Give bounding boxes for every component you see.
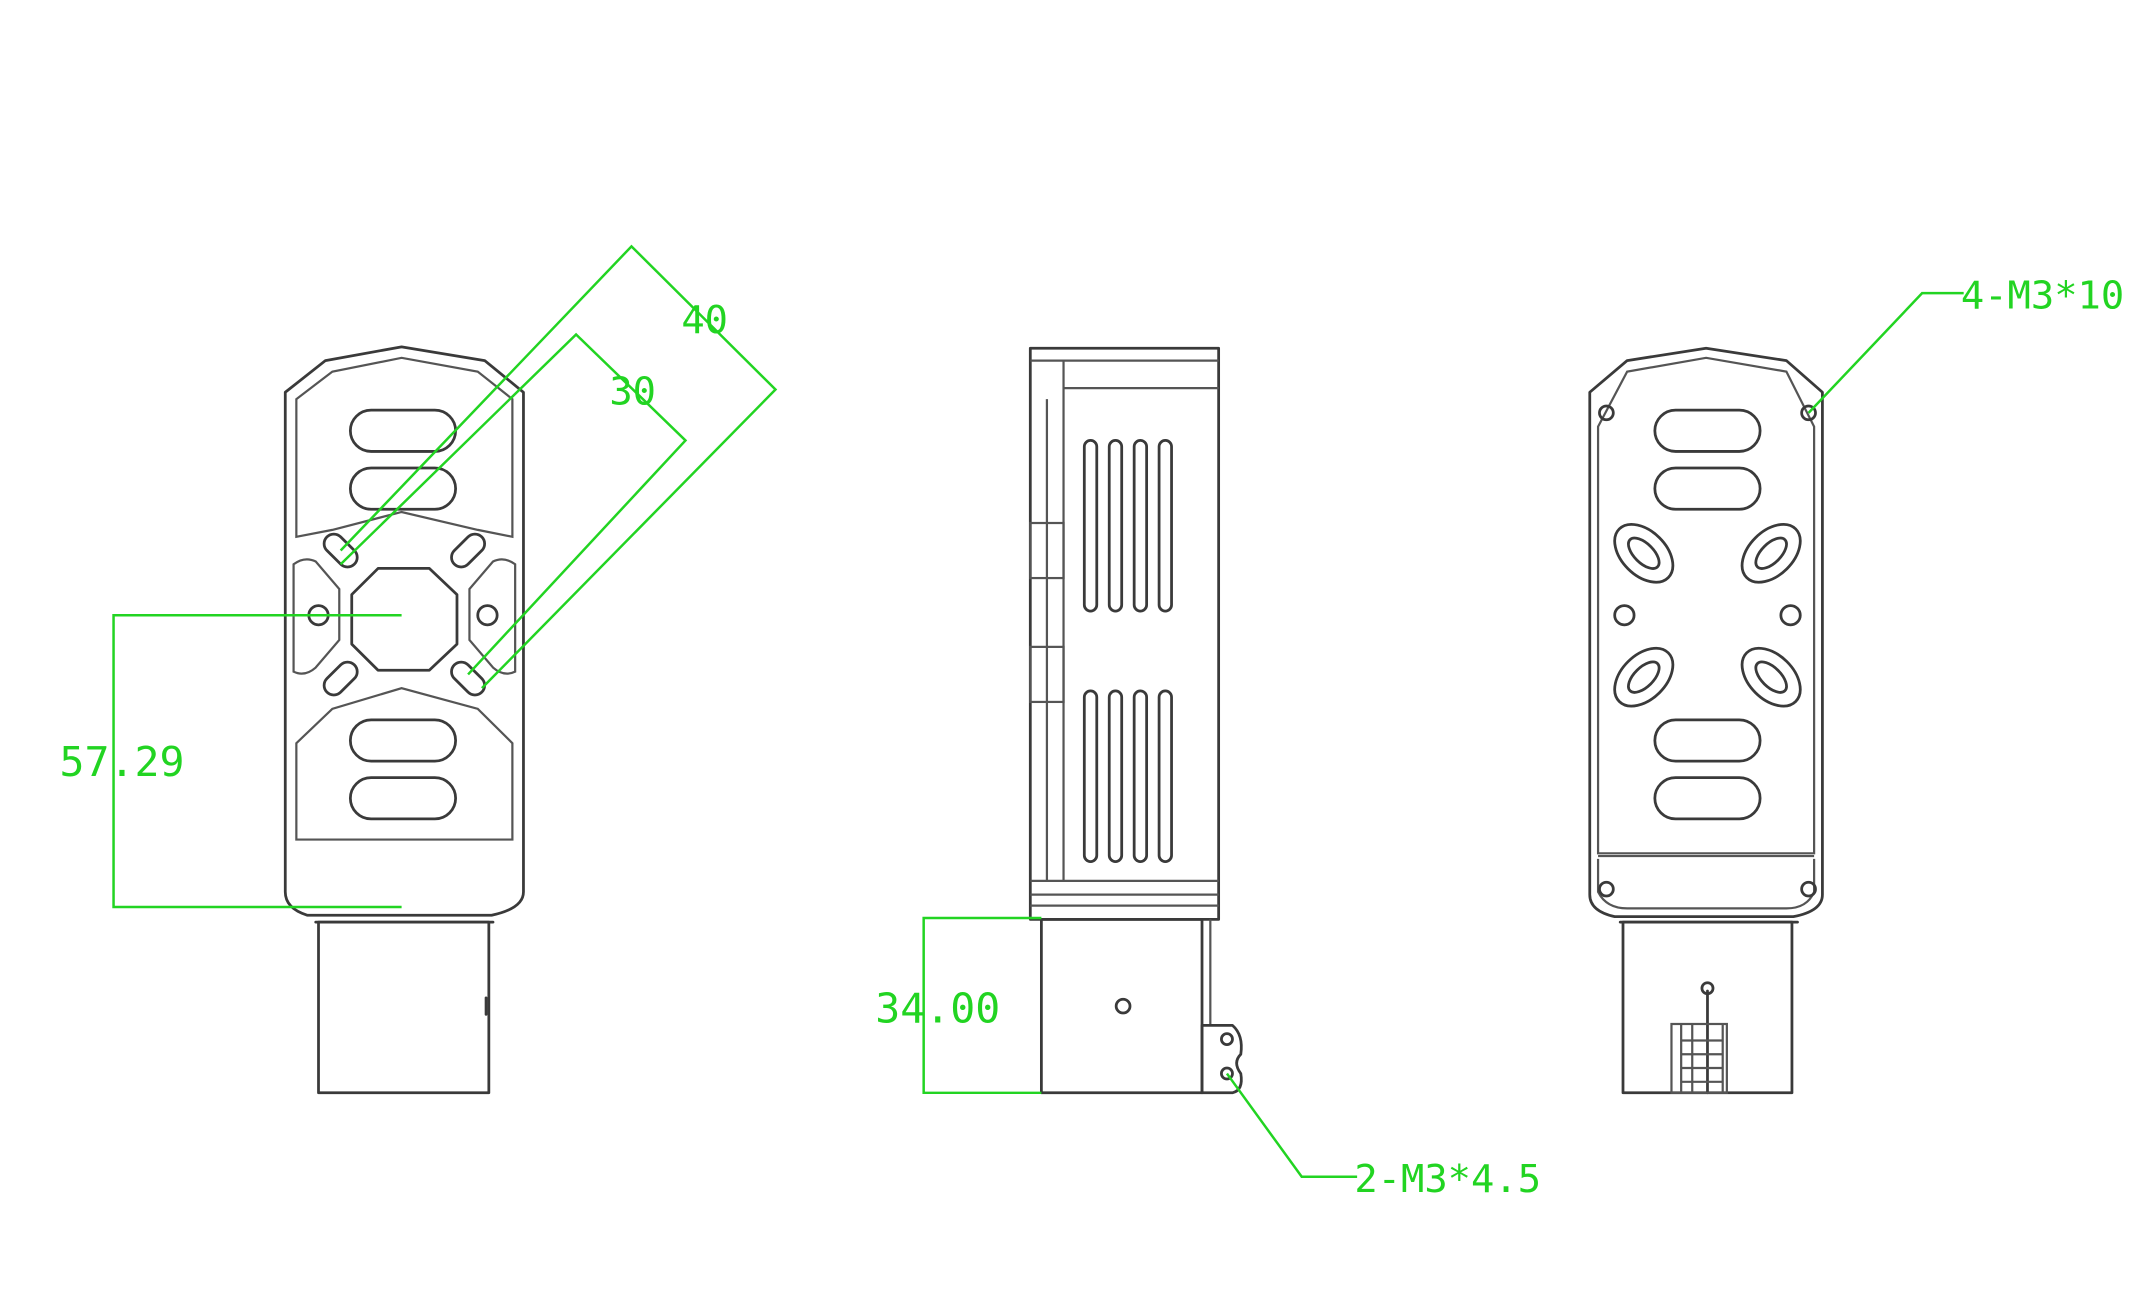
side-shaft-hole bbox=[1114, 997, 1132, 1015]
front-small-slot-tr bbox=[450, 532, 486, 569]
back-hole-right bbox=[1779, 604, 1802, 627]
front-outer-outline bbox=[283, 345, 525, 917]
callout-line-2-m3 bbox=[1225, 1072, 1358, 1179]
dim-line-40 bbox=[339, 244, 778, 690]
back-slot-3 bbox=[1653, 718, 1762, 763]
front-lower-window bbox=[295, 687, 514, 841]
back-slot-1 bbox=[1653, 408, 1762, 453]
callout-line-4-m3 bbox=[1807, 291, 1964, 414]
side-vent-3 bbox=[1132, 439, 1149, 613]
side-dimensions: 34.00 2-M3*4.5 bbox=[875, 916, 1541, 1202]
back-slot-4 bbox=[1653, 776, 1762, 821]
back-oval-tr-inner bbox=[1754, 536, 1788, 570]
back-inner-outline bbox=[1596, 356, 1816, 855]
front-small-slot-bl bbox=[322, 660, 359, 697]
side-connector-2 bbox=[1029, 645, 1065, 704]
side-vent-6 bbox=[1107, 689, 1124, 863]
side-body bbox=[1028, 346, 1221, 921]
dim-label-34-00: 34.00 bbox=[875, 985, 1000, 1033]
front-center-octagon bbox=[350, 567, 459, 672]
dim-label-40: 40 bbox=[681, 298, 728, 343]
front-slot-3 bbox=[348, 718, 457, 763]
side-vent-7 bbox=[1132, 689, 1149, 863]
front-shaft bbox=[317, 920, 491, 1095]
side-vent-2 bbox=[1107, 439, 1124, 613]
side-vent-4 bbox=[1157, 439, 1173, 613]
side-vent-5 bbox=[1082, 689, 1099, 863]
back-oval-br-outer bbox=[1740, 646, 1802, 708]
back-oval-bl-inner bbox=[1627, 660, 1661, 694]
back-shaft-pin-head bbox=[1700, 981, 1715, 996]
front-upper-window bbox=[295, 356, 514, 539]
dim-line-57-29 bbox=[112, 613, 402, 909]
front-left-side-window bbox=[292, 558, 341, 675]
side-view bbox=[1028, 346, 1243, 1095]
back-oval-tl-outer bbox=[1613, 523, 1675, 584]
back-corner-hole-tr bbox=[1800, 404, 1817, 422]
side-connector-1 bbox=[1029, 521, 1065, 580]
front-dimensions: 40 30 57.29 bbox=[60, 244, 778, 909]
dim-label-57-29: 57.29 bbox=[60, 738, 185, 786]
back-oval-tr-outer bbox=[1740, 523, 1802, 584]
back-corner-hole-bl bbox=[1598, 880, 1615, 898]
side-vent-1 bbox=[1082, 439, 1099, 613]
back-corner-hole-tl bbox=[1598, 404, 1615, 422]
back-lower-plate bbox=[1596, 858, 1816, 910]
back-slot-2 bbox=[1653, 466, 1762, 511]
side-bracket-hole-1 bbox=[1220, 1032, 1234, 1047]
callout-label-2-m3: 2-M3*4.5 bbox=[1354, 1157, 1541, 1202]
back-dimensions: 4-M3*10 bbox=[1807, 273, 2124, 414]
front-view bbox=[283, 345, 525, 1095]
side-shaft bbox=[1039, 918, 1204, 1095]
back-oval-br-inner bbox=[1754, 660, 1788, 694]
dim-line-30 bbox=[339, 332, 688, 676]
side-bracket-hole-2 bbox=[1220, 1066, 1234, 1081]
back-shaft-clip bbox=[1670, 1022, 1728, 1094]
front-small-slot-br bbox=[450, 660, 486, 697]
back-oval-tl-inner bbox=[1627, 536, 1661, 570]
dim-line-34-00 bbox=[922, 916, 1042, 1095]
front-hole-right bbox=[476, 604, 499, 627]
front-slot-2 bbox=[348, 466, 457, 511]
front-right-side-window bbox=[468, 558, 517, 675]
back-hole-left bbox=[1613, 604, 1636, 627]
callout-label-4-m3: 4-M3*10 bbox=[1961, 273, 2124, 318]
side-vent-8 bbox=[1157, 689, 1173, 863]
back-corner-hole-br bbox=[1800, 880, 1817, 898]
back-oval-bl-outer bbox=[1613, 646, 1675, 708]
back-outer-outline bbox=[1588, 346, 1824, 919]
dim-label-30: 30 bbox=[609, 370, 656, 415]
back-view bbox=[1588, 346, 1824, 1095]
front-slot-4 bbox=[348, 776, 457, 821]
